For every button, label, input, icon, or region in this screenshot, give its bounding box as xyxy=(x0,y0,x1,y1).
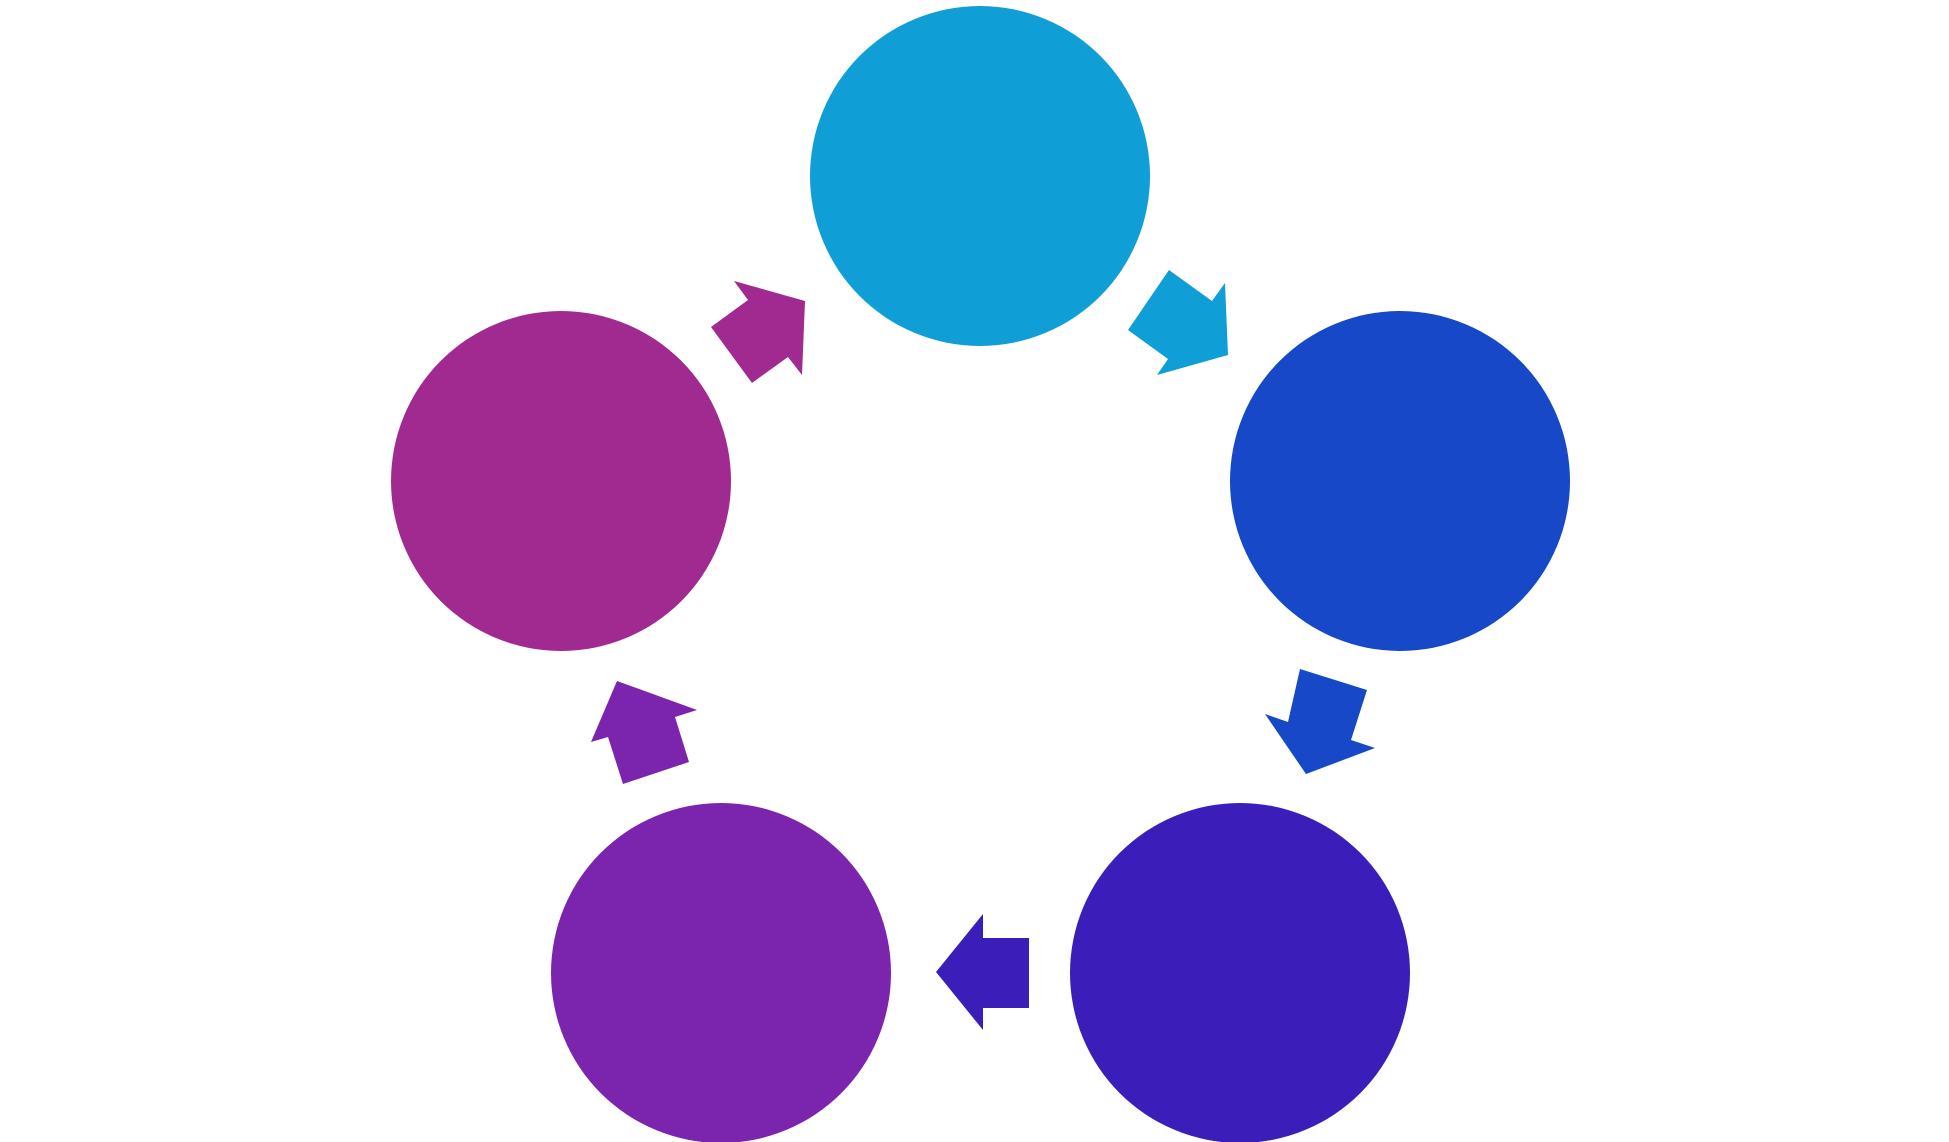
cycle-node xyxy=(391,311,731,651)
cycle-node xyxy=(1230,311,1570,651)
cycle-arrow xyxy=(1265,669,1375,774)
cycle-arrow xyxy=(591,681,697,784)
cycle-arrows xyxy=(591,270,1375,1030)
cycle-arrow xyxy=(711,281,805,383)
cycle-nodes xyxy=(391,6,1570,1142)
cycle-arrow xyxy=(936,914,1029,1030)
cycle-node xyxy=(551,803,891,1142)
cycle-node xyxy=(1070,803,1410,1142)
cycle-node xyxy=(810,6,1150,346)
cycle-arrow xyxy=(1128,270,1228,375)
